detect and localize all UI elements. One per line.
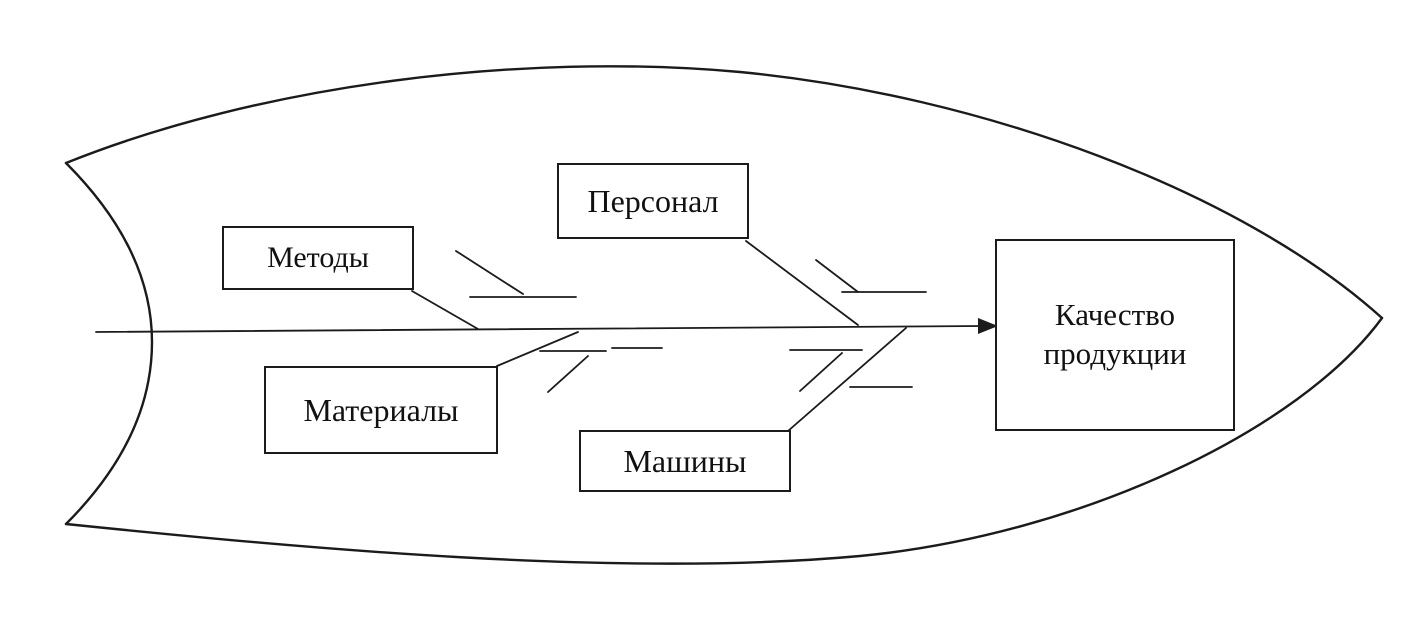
cause-box-personnel: Персонал (557, 163, 749, 239)
cause-box-machines: Машины (579, 430, 791, 492)
cause-box-methods: Методы (222, 226, 414, 290)
fish-tail-arc (64, 161, 154, 526)
effect-label-quality: Качество продукции (1043, 297, 1187, 371)
cause-label-materials: Материалы (303, 392, 459, 428)
cause-label-methods: Методы (267, 241, 369, 275)
sub-branch-tick-materials-diagonal (547, 355, 589, 393)
branch-materials (496, 331, 579, 367)
fish-outline-bottom (64, 316, 1384, 565)
spine-line (95, 325, 983, 333)
fish-outline-top (64, 65, 1384, 320)
effect-box-quality: Качество продукции (995, 239, 1235, 431)
sub-branch-tick-machines-diagonal (799, 352, 843, 392)
cause-label-personnel: Персонал (587, 183, 719, 219)
cause-box-materials: Материалы (264, 366, 498, 454)
branch-personnel (745, 240, 859, 326)
branch-machines (787, 327, 907, 432)
sub-branch-tick-methods-diagonal (455, 250, 524, 295)
branch-methods (411, 290, 479, 330)
sub-branch-tick-personnel-diagonal (815, 259, 859, 293)
spine-arrowhead (978, 318, 998, 334)
cause-label-machines: Машины (623, 443, 747, 479)
